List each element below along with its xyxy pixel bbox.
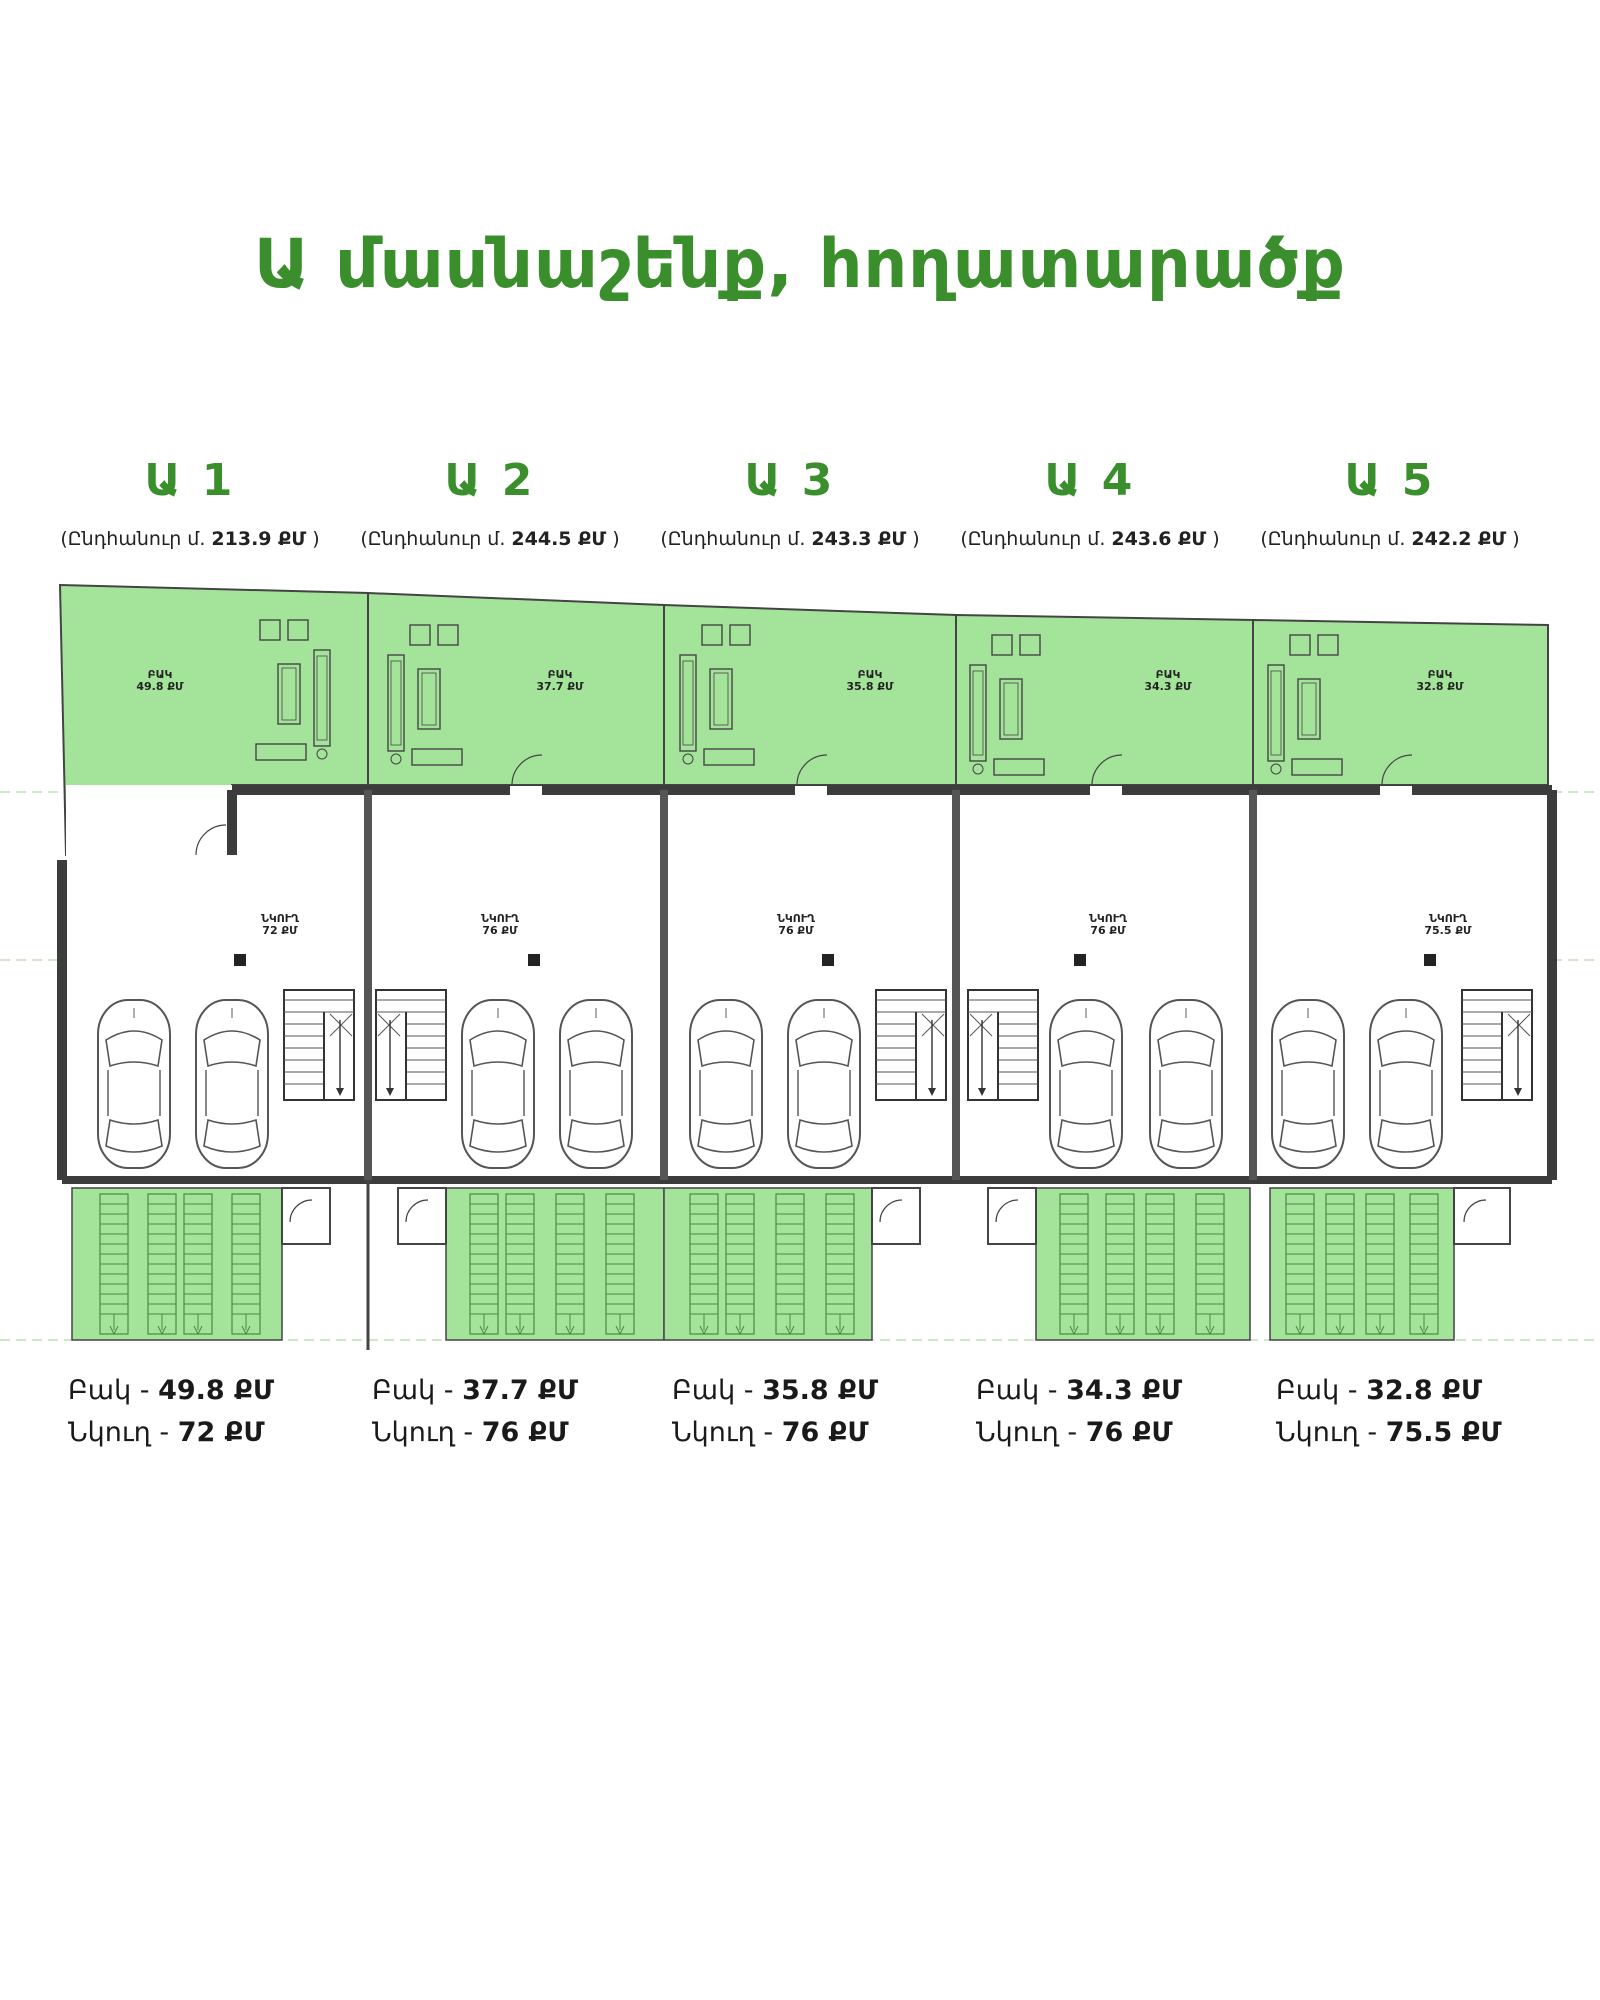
door-opening <box>510 786 542 795</box>
yard-value: 49.8 ՔՄ <box>158 1375 275 1406</box>
garage-label: ՆԿՈՒՂ <box>1089 912 1127 925</box>
yard-prefix: Բակ - <box>976 1375 1067 1406</box>
yard-value: 32.8 ՔՄ <box>1366 1375 1483 1406</box>
unit-summary-a1: Բակ - 49.8 ՔՄ Նկուղ - 72 ՔՄ <box>68 1370 274 1454</box>
unit-summary-a5: Բակ - 32.8 ՔՄ Նկուղ - 75.5 ՔՄ <box>1276 1370 1502 1454</box>
yard-area-line: Բակ - 35.8 ՔՄ <box>672 1370 878 1412</box>
garage-area-line: Նկուղ - 72 ՔՄ <box>68 1412 274 1454</box>
unit-total-value: 243.3 ՔՄ <box>811 528 907 550</box>
garden-area: 49.8 ՔՄ <box>136 680 184 693</box>
column <box>1074 954 1086 966</box>
garage-value: 76 ՔՄ <box>481 1417 569 1448</box>
entry-vestibule <box>987 1187 1037 1245</box>
garden-label: ԲԱԿ <box>548 668 573 681</box>
yard-value: 35.8 ՔՄ <box>762 1375 879 1406</box>
unit-total-prefix: (Ընդհանուր մ. <box>60 528 206 550</box>
garage-value: 75.5 ՔՄ <box>1385 1417 1502 1448</box>
entry-vestibule <box>871 1187 921 1245</box>
entry-vestibule <box>397 1187 447 1245</box>
garage-label: ՆԿՈՒՂ <box>481 912 519 925</box>
column <box>1424 954 1436 966</box>
unit-total-value: 244.5 ՔՄ <box>511 528 607 550</box>
garage-area-line: Նկուղ - 76 ՔՄ <box>372 1412 578 1454</box>
unit-total: (Ընդհանուր մ. 243.3 ՔՄ ) <box>660 528 920 550</box>
garden-area: 35.8 ՔՄ <box>846 680 894 693</box>
door-opening <box>1380 786 1412 795</box>
garage-value: 76 ՔՄ <box>781 1417 869 1448</box>
garage-area: 76 ՔՄ <box>778 924 814 937</box>
garage-label: ՆԿՈՒՂ <box>777 912 815 925</box>
garage-area: 72 ՔՄ <box>262 924 298 937</box>
yard-prefix: Բակ - <box>372 1375 463 1406</box>
entry-vestibule <box>1453 1187 1511 1245</box>
garden-area: 34.3 ՔՄ <box>1144 680 1192 693</box>
garden-area: 32.8 ՔՄ <box>1416 680 1464 693</box>
garage-value: 76 ՔՄ <box>1085 1417 1173 1448</box>
garage-area-line: Նկուղ - 75.5 ՔՄ <box>1276 1412 1502 1454</box>
garage-prefix: Նկուղ - <box>68 1417 178 1448</box>
garage-area-line: Նկուղ - 76 ՔՄ <box>976 1412 1182 1454</box>
garage-label: ՆԿՈՒՂ <box>1429 912 1467 925</box>
yard-prefix: Բակ - <box>1276 1375 1367 1406</box>
column <box>528 954 540 966</box>
unit-total-prefix: (Ընդհանուր մ. <box>960 528 1106 550</box>
unit-name: Ա 2 <box>444 455 536 506</box>
garage-value: 72 ՔՄ <box>177 1417 265 1448</box>
unit-header-a5: Ա 5 (Ընդհանուր մ. 242.2 ՔՄ ) <box>1240 455 1540 550</box>
garden-label: ԲԱԿ <box>1428 668 1453 681</box>
unit-total: (Ընդհանուր մ. 213.9 ՔՄ ) <box>60 528 320 550</box>
door-opening <box>795 786 827 795</box>
garage-area-line: Նկուղ - 76 ՔՄ <box>672 1412 878 1454</box>
door-opening <box>1090 786 1122 795</box>
yard-area-line: Բակ - 49.8 ՔՄ <box>68 1370 274 1412</box>
unit-name: Ա 5 <box>1344 455 1436 506</box>
yard-prefix: Բակ - <box>672 1375 763 1406</box>
unit-header-a2: Ա 2 (Ընդհանուր մ. 244.5 ՔՄ ) <box>340 455 640 550</box>
garden-label: ԲԱԿ <box>858 668 883 681</box>
unit-header-a4: Ա 4 (Ընդհանուր մ. 243.6 ՔՄ ) <box>940 455 1240 550</box>
unit-total-prefix: (Ընդհանուր մ. <box>360 528 506 550</box>
column <box>822 954 834 966</box>
yard-value: 34.3 ՔՄ <box>1066 1375 1183 1406</box>
unit-total-value: 242.2 ՔՄ <box>1411 528 1507 550</box>
unit-name: Ա 3 <box>744 455 836 506</box>
unit-total-value: 213.9 ՔՄ <box>211 528 307 550</box>
column <box>234 954 246 966</box>
unit-header-a1: Ա 1 (Ընդհանուր մ. 213.9 ՔՄ ) <box>40 455 340 550</box>
garden-label: ԲԱԿ <box>148 668 173 681</box>
yard-prefix: Բակ - <box>68 1375 159 1406</box>
unit-name: Ա 1 <box>144 455 236 506</box>
unit-summary-a3: Բակ - 35.8 ՔՄ Նկուղ - 76 ՔՄ <box>672 1370 878 1454</box>
garage-prefix: Նկուղ - <box>976 1417 1086 1448</box>
unit-total: (Ընդհանուր մ. 244.5 ՔՄ ) <box>360 528 620 550</box>
unit-summary-a4: Բակ - 34.3 ՔՄ Նկուղ - 76 ՔՄ <box>976 1370 1182 1454</box>
unit-total: (Ընդհանուր մ. 243.6 ՔՄ ) <box>960 528 1220 550</box>
yard-area-line: Բակ - 34.3 ՔՄ <box>976 1370 1182 1412</box>
unit-total: (Ընդհանուր մ. 242.2 ՔՄ ) <box>1260 528 1520 550</box>
unit-header-a3: Ա 3 (Ընդհանուր մ. 243.3 ՔՄ ) <box>640 455 940 550</box>
garden-area: 37.7 ՔՄ <box>536 680 584 693</box>
unit-name: Ա 4 <box>1044 455 1136 506</box>
garden-label: ԲԱԿ <box>1156 668 1181 681</box>
unit-total-prefix: (Ընդհանուր մ. <box>1260 528 1406 550</box>
yard-area-line: Բակ - 32.8 ՔՄ <box>1276 1370 1502 1412</box>
entry-vestibule <box>281 1187 331 1245</box>
yard-area-line: Բակ - 37.7 ՔՄ <box>372 1370 578 1412</box>
yard-value: 37.7 ՔՄ <box>462 1375 579 1406</box>
garage-area: 76 ՔՄ <box>482 924 518 937</box>
garage-prefix: Նկուղ - <box>372 1417 482 1448</box>
garage-area: 75.5 ՔՄ <box>1424 924 1472 937</box>
garage-area: 76 ՔՄ <box>1090 924 1126 937</box>
page-title: Ա մասնաշենք, հողատարածք <box>254 225 1346 304</box>
garage-prefix: Նկուղ - <box>672 1417 782 1448</box>
unit-total-prefix: (Ընդհանուր մ. <box>660 528 806 550</box>
unit-total-value: 243.6 ՔՄ <box>1111 528 1207 550</box>
garage-label: ՆԿՈՒՂ <box>261 912 299 925</box>
unit-summary-a2: Բակ - 37.7 ՔՄ Նկուղ - 76 ՔՄ <box>372 1370 578 1454</box>
garage-prefix: Նկուղ - <box>1276 1417 1386 1448</box>
